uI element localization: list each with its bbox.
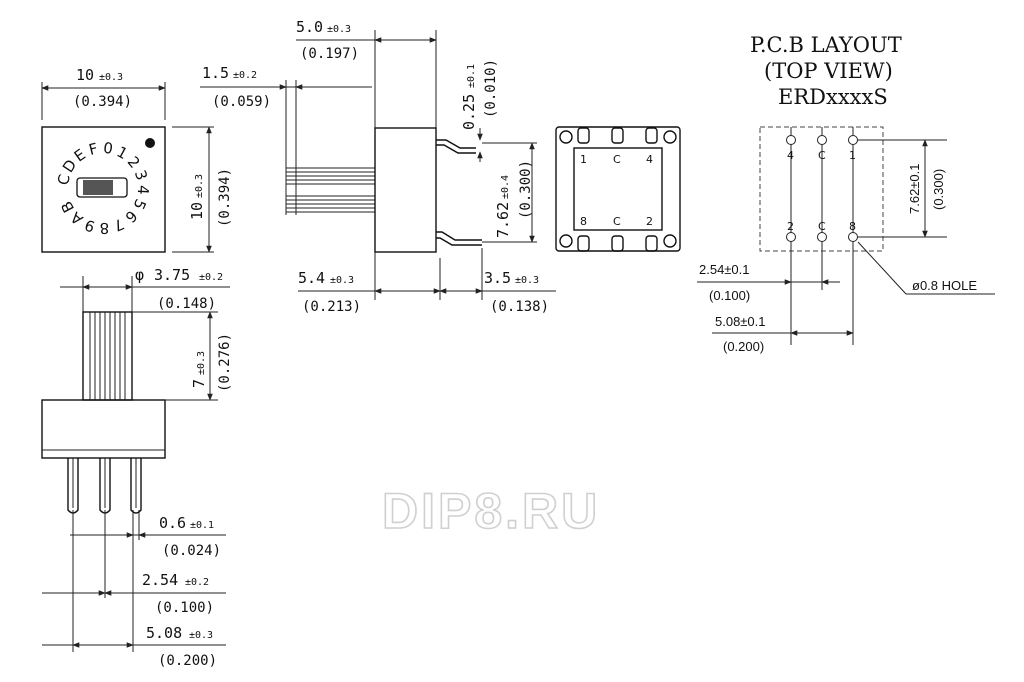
pcb-pitch-label: 2.54±0.1 [699, 262, 750, 277]
side-thick-value: 0.25 [460, 94, 478, 130]
bottom-pin-c-top: C [613, 153, 621, 166]
pcb-subtitle: (TOP VIEW) [764, 59, 893, 83]
dial-char: 0 [102, 139, 114, 158]
dial-char: C [54, 173, 74, 187]
dial-char: F [87, 139, 100, 159]
lower-span-tol: ±0.3 [189, 630, 213, 641]
pcb-bottom-pin-2: 2 [787, 220, 794, 233]
front-width-tol: ±0.3 [99, 72, 123, 83]
bottom-pin-1: 1 [580, 153, 587, 166]
lower-view: φ 3.75 ±0.2 (0.148) 7 ±0.3 (0.276) [41, 266, 233, 669]
lower-shaft-prefix: φ [135, 266, 144, 284]
pcb-span-label: 5.08±0.1 [715, 314, 766, 329]
pcb-top-pin-1: 1 [849, 149, 856, 162]
dial-char: 4 [134, 185, 152, 195]
side-left-tol: ±0.2 [233, 70, 257, 81]
pcb-span-inch: (0.200) [723, 339, 764, 354]
front-width-inch: (0.394) [73, 94, 132, 110]
front-width-value: 10 [76, 66, 94, 84]
dial-char: 8 [99, 219, 109, 237]
side-body-tol: ±0.3 [330, 275, 354, 286]
pcb-title: P.C.B LAYOUT [750, 33, 902, 57]
lower-height-inch: (0.276) [217, 333, 233, 392]
lower-height-value: 7 [190, 379, 208, 388]
pcb-hole-label: ø0.8 HOLE [912, 278, 977, 293]
bottom-pin-c-bottom: C [613, 215, 621, 228]
lower-shaft-value: 3.75 [154, 266, 190, 284]
lower-height-tol: ±0.3 [196, 351, 207, 375]
dial-char: 3 [131, 168, 151, 183]
lower-shaft-tol: ±0.2 [199, 272, 223, 283]
pcb-bottom-pin-8: 8 [849, 220, 856, 233]
front-height-value: 10 [188, 202, 206, 220]
lower-pinw-tol: ±0.1 [190, 520, 214, 531]
pcb-row-label: 7.62±0.1 [907, 163, 922, 214]
side-pinspan-value: 7.62 [494, 202, 512, 238]
lower-pitch-inch: (0.100) [155, 600, 214, 616]
side-pinspan-inch: (0.300) [518, 160, 534, 219]
side-left-value: 1.5 [202, 64, 229, 82]
pcb-part-number: ERDxxxxS [778, 85, 888, 109]
dial-char: 2 [124, 153, 144, 172]
lower-span-value: 5.08 [146, 624, 182, 642]
side-lead-value: 3.5 [484, 269, 511, 287]
side-top-value: 5.0 [296, 18, 323, 36]
lower-pitch-value: 2.54 [142, 571, 178, 589]
side-body-inch: (0.213) [302, 299, 361, 315]
lower-span-inch: (0.200) [158, 653, 217, 669]
lower-pitch-tol: ±0.2 [185, 577, 209, 588]
side-lead-tol: ±0.3 [515, 275, 539, 286]
side-left-inch: (0.059) [212, 94, 271, 110]
side-thick-tol: ±0.1 [466, 64, 477, 88]
dial-char: 7 [111, 215, 127, 235]
side-lead-inch: (0.138) [490, 299, 549, 315]
side-top-tol: ±0.3 [327, 24, 351, 35]
bottom-pin-4: 4 [646, 153, 653, 166]
side-body-value: 5.4 [298, 269, 325, 287]
lower-pinw-inch: (0.024) [162, 543, 221, 559]
front-height-inch: (0.394) [217, 168, 233, 227]
watermark-text: DIP8.RU [382, 483, 600, 539]
pcb-top-pin-c: C [818, 149, 826, 162]
side-view: 5.0 ±0.3 (0.197) 1.5 ±0.2 (0.059) [200, 18, 556, 315]
pcb-pitch-inch: (0.100) [709, 288, 750, 303]
pcb-bottom-pin-c: C [818, 220, 826, 233]
side-pinspan-tol: ±0.4 [500, 175, 511, 199]
pcb-layout: P.C.B LAYOUT (TOP VIEW) ERDxxxxS 4 C 1 2… [697, 33, 995, 354]
pcb-top-pin-4: 4 [787, 149, 794, 162]
lower-shaft-inch: (0.148) [157, 296, 216, 312]
bottom-pin-2: 2 [646, 215, 653, 228]
front-height-tol: ±0.3 [194, 174, 205, 198]
lower-pinw-value: 0.6 [159, 514, 186, 532]
bottom-view: 1 C 4 8 C 2 [555, 126, 681, 252]
side-thick-inch: (0.010) [483, 59, 499, 118]
bottom-pin-8: 8 [580, 215, 587, 228]
pcb-row-inch: (0.300) [931, 169, 946, 210]
side-top-inch: (0.197) [300, 46, 359, 62]
